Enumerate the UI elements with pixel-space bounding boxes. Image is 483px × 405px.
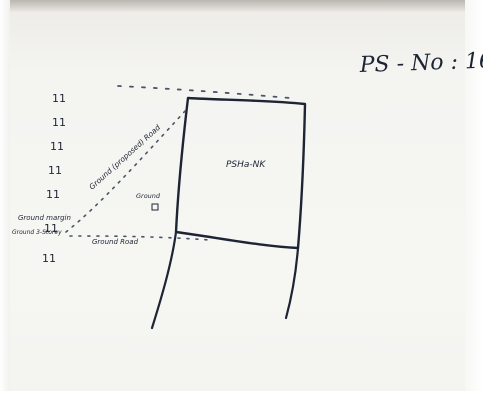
left-edge-label: Ground 3-Storey — [12, 229, 62, 236]
ps-number-label: PS - No : 16 — [358, 48, 483, 78]
ditto-mark: 11 — [48, 164, 62, 177]
building-block-outline — [174, 96, 307, 250]
ditto-mark: 11 — [50, 140, 64, 153]
whiteboard-left-edge — [0, 0, 10, 405]
photo-bottom-border — [0, 391, 483, 405]
left-wall-line — [150, 230, 178, 330]
whiteboard-top-frame — [0, 0, 483, 12]
ditto-mark: 11 — [44, 222, 58, 235]
ditto-mark: 11 — [52, 92, 66, 105]
ditto-mark: 11 — [52, 116, 66, 129]
small-square-mark — [151, 203, 159, 211]
lower-road-dotted-line — [69, 235, 211, 241]
ditto-marks-column: 11 11 11 11 11 11 11 — [42, 92, 66, 265]
top-road-dotted-line — [117, 85, 291, 99]
ditto-mark: 11 — [42, 252, 56, 265]
building-block-label: PSHa-NK — [226, 160, 266, 170]
right-wall-line — [284, 246, 300, 320]
diagonal-road-dotted-line — [65, 109, 187, 233]
ground-label: Ground — [136, 192, 161, 200]
whiteboard-right-edge — [465, 0, 483, 405]
left-margin-label: Ground margin — [18, 214, 71, 222]
ditto-mark: 11 — [46, 188, 60, 201]
lower-road-label: Ground Road — [92, 238, 139, 246]
diagonal-road-label: Ground (proposed) Road — [87, 123, 162, 192]
